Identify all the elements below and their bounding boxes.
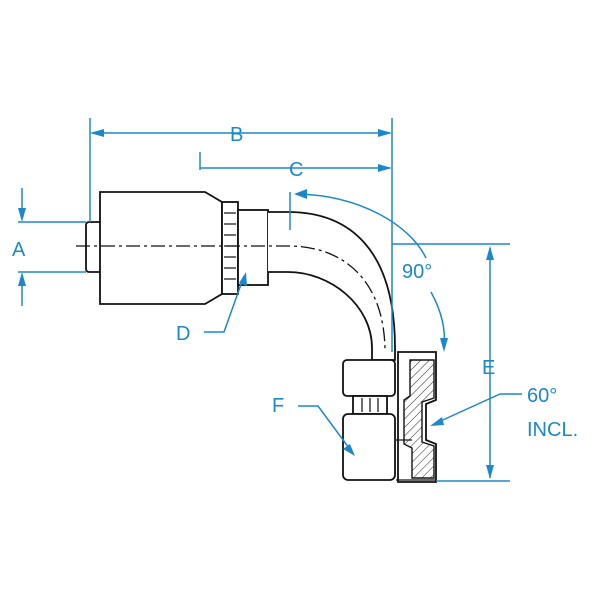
label-angle-bend: 90°	[402, 261, 432, 283]
leader-angle-seat: 60° INCL.	[430, 385, 578, 441]
centerline	[76, 245, 386, 353]
ferrule-socket	[99, 191, 223, 305]
label-F: F	[272, 395, 284, 417]
neck-knurl-lines	[361, 398, 379, 412]
dimension-B: B	[89, 118, 393, 352]
dimension-angle-bend: 90°	[294, 189, 448, 352]
swivel-hex-upper	[342, 359, 396, 397]
dimension-A: A	[12, 188, 86, 306]
fitting-neck	[237, 209, 269, 286]
tube-elbow	[268, 211, 396, 361]
nut-section-hatch	[403, 359, 435, 479]
label-C: C	[289, 159, 303, 181]
label-B: B	[230, 124, 243, 146]
leader-F: F	[272, 395, 355, 456]
knurled-collar	[221, 201, 239, 295]
label-E: E	[482, 357, 495, 379]
label-angle-seat-line2: INCL.	[527, 419, 578, 441]
swivel-nut-lower	[342, 413, 396, 481]
hose-fitting-body	[85, 191, 437, 483]
label-D: D	[176, 323, 190, 345]
leader-D: D	[176, 272, 247, 345]
label-A: A	[12, 239, 26, 261]
dimension-C: C	[199, 152, 392, 230]
dimension-E: E	[392, 243, 510, 482]
label-angle-seat-line1: 60°	[527, 385, 557, 407]
